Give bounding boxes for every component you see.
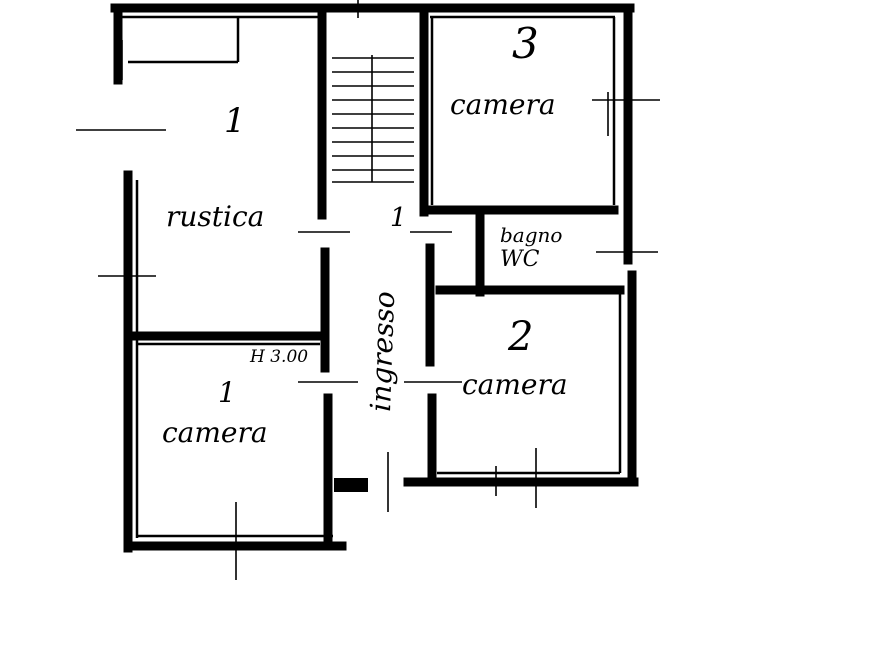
room-1-label: camera [162,416,268,449]
room-1-number: 1 [218,376,236,409]
room-2-number: 2 [507,314,533,360]
room-3-label: camera [450,88,556,121]
room-3-number: 3 [512,19,539,68]
room-labels: 3 camera 1 rustica 1 bagno WC 2 camera H… [162,19,568,449]
outer-walls [110,3,639,553]
dimension-ticks [76,0,660,580]
corridor-label: ingresso [364,291,401,413]
bagno-label: bagno [500,223,562,247]
interior-walls [127,5,625,551]
rustica-label: rustica [166,200,264,233]
stair-marker: 1 [390,203,407,233]
room-2-label: camera [462,368,568,401]
bagno-wc: WC [500,247,540,272]
height-note: H 3.00 [249,347,308,367]
staircase [332,55,414,183]
rustica-number: 1 [224,101,246,141]
